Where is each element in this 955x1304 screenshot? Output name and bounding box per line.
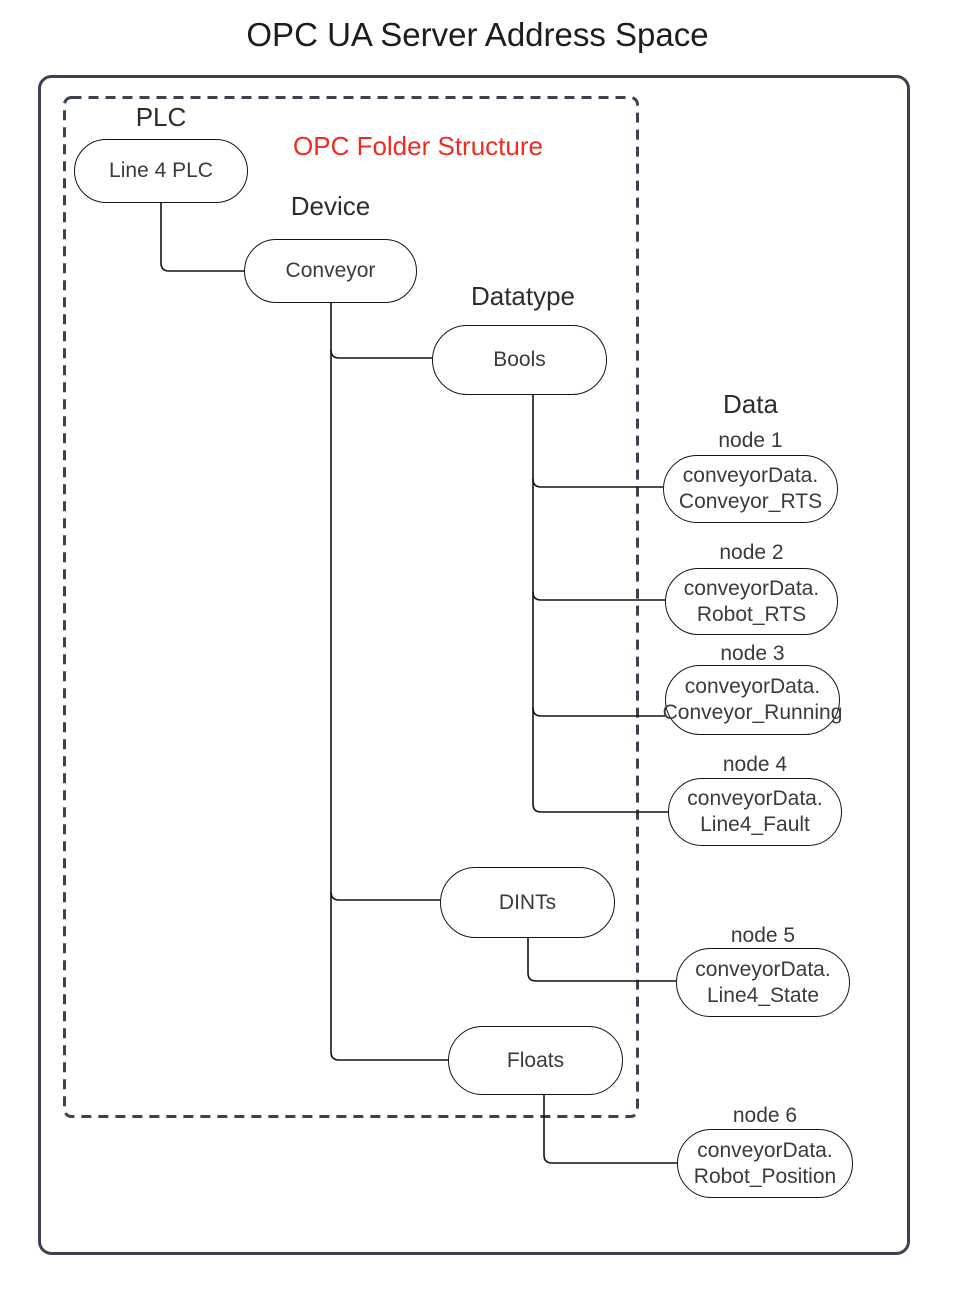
connector-floats-to-node6: [543, 1095, 677, 1164]
node-label-3: node 3: [720, 642, 785, 665]
node-label-5: node 5: [730, 924, 796, 947]
node-label-6: node 6: [732, 1104, 798, 1127]
connector-conveyor-to-floats: [330, 303, 448, 1061]
folder-pill-bools: Bools: [432, 325, 607, 395]
opc-folder-structure-label: OPC Folder Structure: [293, 131, 543, 161]
data-node-pill-1: conveyorData. Conveyor_RTS: [663, 455, 838, 523]
data-node-pill-5: conveyorData. Line4_State: [676, 948, 850, 1017]
level-label-datatype: Datatype: [470, 281, 576, 311]
address-space-boundary-box: [38, 75, 910, 1255]
folder-pill-floats: Floats: [448, 1026, 623, 1095]
connector-conveyor-to-bools: [330, 349, 432, 359]
data-node-pill-4: conveyorData. Line4_Fault: [668, 778, 842, 846]
data-node-pill-2: conveyorData. Robot_RTS: [665, 568, 838, 635]
connector-dints-to-node5: [527, 938, 676, 982]
connector-plc-to-conveyor: [160, 203, 244, 272]
connector-bools-to-node2: [532, 591, 665, 601]
folder-pill-dints: DINTs: [440, 867, 615, 938]
level-label-data: Data: [723, 389, 778, 419]
data-node-pill-3: conveyorData. Conveyor_Running: [663, 665, 842, 735]
level-label-device: Device: [290, 191, 371, 221]
data-node-pill-6: conveyorData. Robot_Position: [677, 1129, 853, 1198]
node-label-2: node 2: [719, 541, 784, 564]
node-label-4: node 4: [722, 753, 788, 776]
node-label-1: node 1: [718, 429, 783, 452]
connector-bools-to-node3: [532, 707, 665, 717]
level-label-plc: PLC: [135, 102, 187, 132]
connector-bools-to-node4: [532, 395, 668, 813]
connector-conveyor-to-dints: [330, 891, 440, 901]
connector-bools-to-node1: [532, 478, 663, 488]
folder-pill-line4-plc: Line 4 PLC: [74, 139, 248, 203]
folder-pill-conveyor: Conveyor: [244, 239, 417, 303]
opc-folder-structure-dashed-box: [63, 96, 639, 1118]
diagram-title: OPC UA Server Address Space: [246, 16, 709, 53]
